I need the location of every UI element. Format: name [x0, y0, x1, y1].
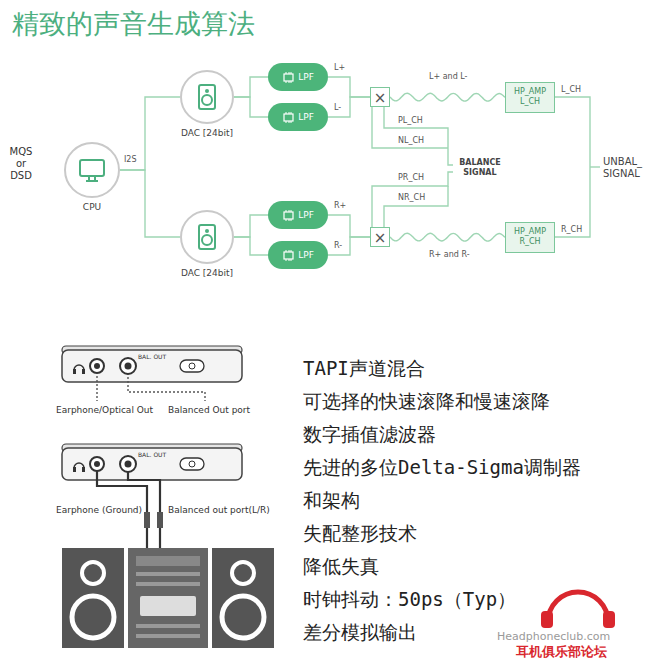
signal-group: BALANCE SIGNAL: [455, 158, 505, 177]
signal-name: NR_CH: [398, 193, 425, 203]
title: 精致的声音生成算法: [12, 8, 255, 40]
filter-box: LPF: [268, 201, 328, 229]
signal-name: PR_CH: [398, 173, 424, 183]
port-label: Earphone/Optical Out: [56, 405, 153, 416]
filter-box: LPF: [268, 241, 328, 269]
speaker-icon: [192, 222, 222, 252]
node-label: HP_AMP L_CH: [510, 87, 550, 108]
edge-label: L+: [333, 63, 346, 73]
mixer-box: ×: [370, 87, 390, 107]
wire: [384, 186, 448, 227]
node-label: LPF: [298, 112, 314, 122]
device-bottom: [62, 444, 242, 548]
wavy-connector: [390, 93, 505, 101]
feature-item: 时钟抖动：50ps（Typ）: [303, 588, 516, 611]
edge-label: L+ and L-: [428, 72, 469, 82]
node-label: CPU: [83, 202, 101, 213]
amplifier-box: HP_AMP L_CH: [505, 82, 555, 113]
bus-name: I2S: [124, 155, 137, 165]
filter-box: LPF: [268, 103, 328, 131]
chip-icon: [282, 72, 295, 83]
signal-connector: [328, 215, 370, 237]
function-circle: DAC [24bit]: [180, 210, 234, 264]
wire: [384, 107, 453, 165]
filter-box: LPF: [268, 63, 328, 91]
watermark: 耳机俱乐部论坛: [516, 644, 607, 660]
node-label: HP_AMP R_CH: [510, 227, 550, 248]
edge-label: R+ and R-: [428, 250, 471, 260]
node-label: ×: [374, 229, 387, 247]
watermark: Headphoneclub.com: [497, 630, 610, 643]
signal-name: PL_CH: [398, 116, 423, 126]
wire: [372, 107, 448, 148]
function-circle: CPU: [64, 142, 120, 198]
chip-icon: [282, 210, 295, 221]
signal-connector: [234, 237, 268, 255]
wire: [555, 97, 590, 237]
signal-connector: [328, 77, 370, 97]
edge-label: R-: [333, 241, 343, 251]
signal-wires: [372, 97, 600, 237]
signal-connector: [328, 237, 370, 255]
speaker-icon: [192, 82, 222, 112]
signal-group: UNBAL_ SIGNAL: [603, 156, 653, 180]
node-label: LPF: [298, 250, 314, 260]
device-top: [62, 346, 242, 401]
port-label: Balanced out port(L/R): [168, 505, 270, 516]
feature-item: 可选择的快速滚降和慢速滚降: [303, 390, 550, 413]
signal-name: NL_CH: [398, 136, 424, 146]
feature-item: 数字插值滤波器: [303, 423, 436, 446]
feature-item: TAPI声道混合: [303, 357, 425, 380]
port-label: BAL. OUT: [138, 451, 166, 458]
port-label: BAL. OUT: [138, 353, 166, 360]
function-circle: DAC [24bit]: [180, 70, 234, 124]
signal-connector: [120, 170, 180, 237]
watermark-logo: [541, 592, 615, 628]
node-label: LPF: [298, 72, 314, 82]
signal-connector: [234, 215, 268, 237]
feature-item: 和架构: [303, 489, 360, 512]
node-label: DAC [24bit]: [181, 268, 233, 279]
signal-name: R_CH: [561, 225, 582, 235]
chip-icon: [282, 112, 295, 123]
signal-connector: [234, 77, 268, 97]
edge-label: L-: [333, 103, 342, 113]
speaker-set: [62, 548, 274, 648]
edge-label: R+: [333, 201, 347, 211]
wire: [372, 172, 453, 227]
signal-connector: [234, 97, 268, 117]
node-label: DAC [24bit]: [181, 128, 233, 139]
wavy-connector: [390, 233, 505, 241]
feature-item: 降低失真: [303, 555, 379, 578]
node-label: ×: [374, 89, 387, 107]
wire: [590, 166, 600, 167]
signal-name: L_CH: [561, 85, 581, 95]
mixer-box: ×: [370, 227, 390, 247]
signal-connector: [120, 97, 180, 170]
port-label: Balanced Out port: [168, 405, 250, 416]
chip-icon: [282, 250, 295, 261]
amplifier-box: HP_AMP R_CH: [505, 222, 555, 253]
signal-connector: [328, 97, 370, 117]
input-format: MQS or DSD: [4, 146, 38, 182]
feature-item: 差分模拟输出: [303, 621, 417, 644]
port-label: Earphone (Ground): [56, 505, 142, 516]
feature-item: 失配整形技术: [303, 522, 417, 545]
feature-item: 先进的多位Delta-Sigma调制器: [303, 456, 581, 479]
monitor-icon: [77, 155, 107, 185]
node-label: LPF: [298, 210, 314, 220]
